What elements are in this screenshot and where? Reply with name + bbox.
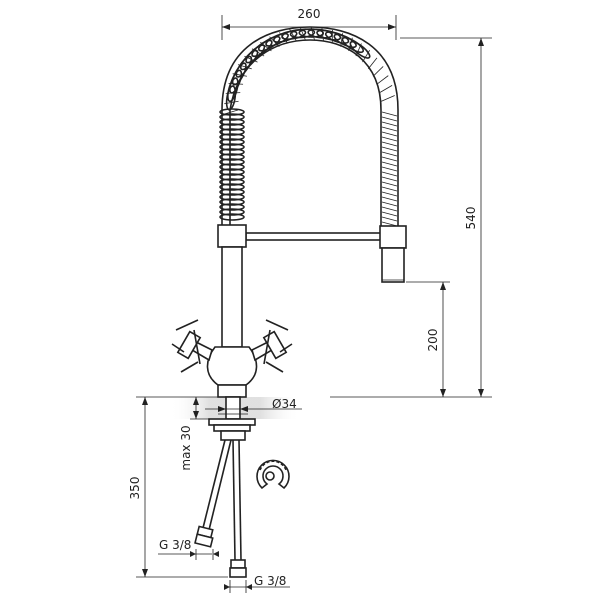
horseshoe-clip-icon (256, 459, 290, 490)
right-handle (251, 319, 293, 373)
height-total-label: 540 (464, 207, 478, 230)
thread-left: G 3/8 (158, 538, 219, 560)
dimension-hose-length: 350 (128, 397, 228, 578)
max-thickness-label: max 30 (179, 425, 193, 470)
dimension-height-total: 540 (330, 37, 492, 398)
hose-length-label: 350 (128, 477, 142, 500)
dimension-width-top: 260 (221, 7, 397, 40)
mounting-shank (208, 396, 256, 441)
dimension-diameter: Ø34 (205, 397, 302, 412)
thread-left-label: G 3/8 (159, 538, 191, 552)
dimension-height-spout: 200 (406, 281, 450, 397)
thread-right: G 3/8 (224, 574, 290, 593)
diameter-label: Ø34 (272, 397, 297, 411)
spray-head (379, 225, 407, 283)
left-collar (217, 224, 247, 248)
spout-arm (245, 232, 383, 241)
thread-right-label: G 3/8 (254, 574, 286, 588)
width-top-label: 260 (298, 7, 321, 21)
dimension-max-thickness: max 30 (136, 396, 226, 471)
lower-coil (219, 108, 245, 221)
braided-hose (221, 26, 399, 227)
faucet-column (221, 246, 243, 348)
left-handle (171, 319, 213, 373)
faucet-body (206, 346, 258, 398)
height-spout-label: 200 (426, 329, 440, 352)
supply-hoses (194, 439, 247, 578)
